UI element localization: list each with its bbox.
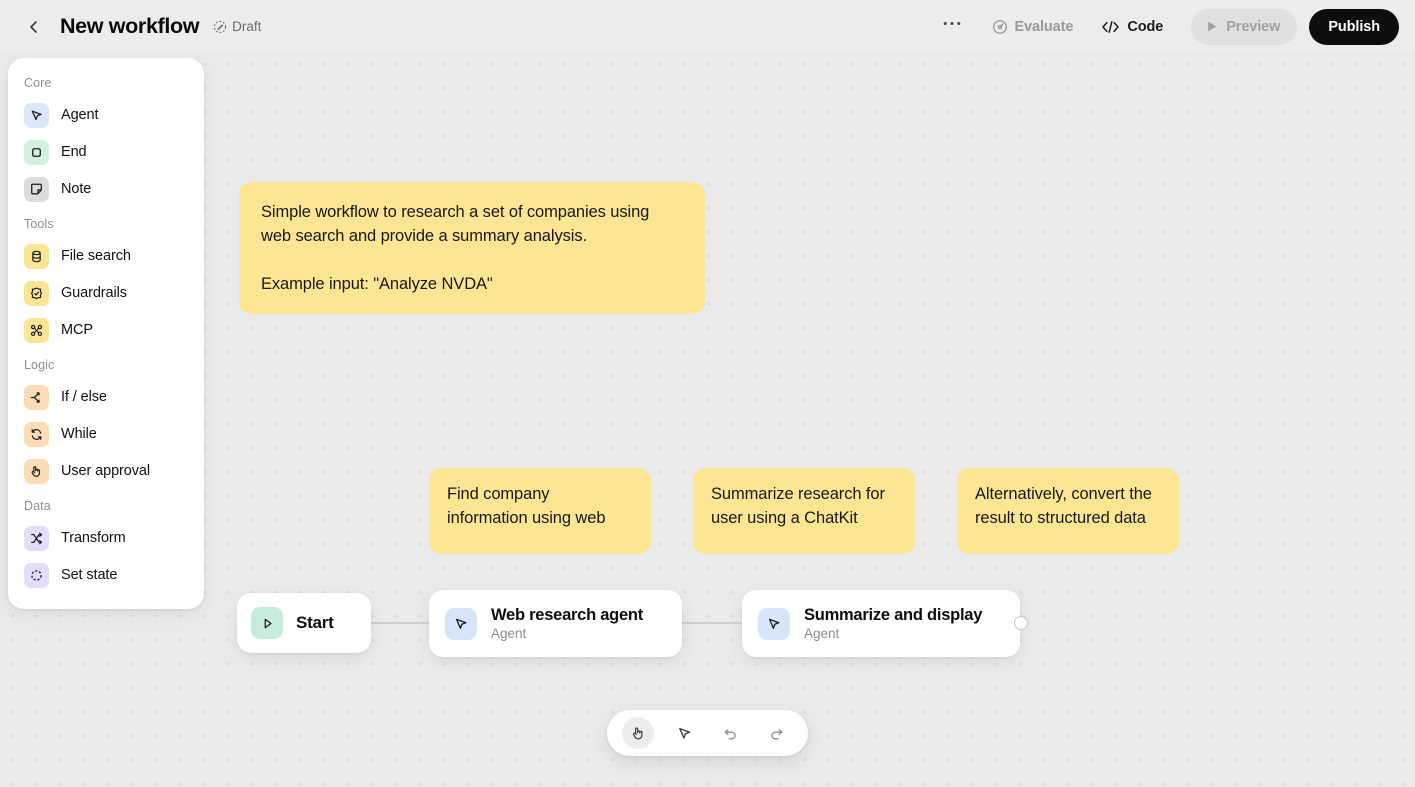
workflow-node-start[interactable]: Start	[237, 593, 371, 653]
palette-item-note[interactable]: Note	[16, 172, 196, 206]
agent-cursor-icon	[758, 607, 790, 640]
header-actions: Evaluate Code Preview Publish	[936, 8, 1399, 45]
evaluate-button[interactable]: Evaluate	[980, 11, 1086, 43]
shuffle-icon	[24, 525, 49, 551]
agent-cursor-icon	[24, 102, 49, 128]
palette-item-label: If / else	[61, 389, 107, 405]
node-palette-sidebar: Core Agent End	[8, 58, 204, 609]
palette-item-label: MCP	[61, 322, 93, 338]
status-badge[interactable]: Draft	[213, 19, 261, 34]
more-options-button[interactable]	[936, 11, 968, 43]
palette-item-label: File search	[61, 248, 131, 264]
mcp-nodes-icon	[24, 317, 49, 343]
palette-section-label-logic: Logic	[24, 358, 55, 372]
sticky-note-description[interactable]: Simple workflow to research a set of com…	[239, 182, 705, 314]
palette-item-guardrails[interactable]: Guardrails	[16, 276, 196, 310]
palette-item-transform[interactable]: Transform	[16, 521, 196, 555]
note-line-2: Example input: "Analyze NVDA"	[261, 275, 493, 293]
canvas-toolbar	[607, 710, 808, 756]
ellipsis-icon	[943, 21, 960, 25]
note-icon	[24, 176, 49, 202]
play-icon	[251, 607, 283, 639]
cursor-arrow-icon	[679, 727, 691, 739]
note-line-1: Simple workflow to research a set of com…	[261, 203, 650, 245]
palette-item-if-else[interactable]: If / else	[16, 380, 196, 414]
preview-button[interactable]: Preview	[1191, 8, 1298, 45]
palette-section-label-data: Data	[24, 499, 51, 513]
palette-item-label: End	[61, 144, 87, 160]
palette-section-label-tools: Tools	[24, 217, 54, 231]
page-title: New workflow	[60, 14, 200, 38]
hand-tool-button[interactable]	[622, 717, 655, 749]
workflow-canvas[interactable]	[0, 53, 1415, 787]
select-tool-button[interactable]	[668, 717, 700, 749]
hand-icon	[632, 726, 643, 739]
sticky-note-find-company[interactable]: Find company information using web	[429, 468, 651, 554]
palette-item-user-approval[interactable]: User approval	[16, 454, 196, 488]
branch-icon	[24, 384, 49, 410]
connector-start-to-web[interactable]	[371, 622, 429, 624]
code-button[interactable]: Code	[1089, 11, 1175, 43]
palette-item-label: While	[61, 426, 97, 442]
palette-item-label: User approval	[61, 463, 150, 479]
palette-item-file-search[interactable]: File search	[16, 239, 196, 273]
preview-label: Preview	[1226, 18, 1281, 35]
undo-button[interactable]	[715, 717, 747, 749]
node-subtitle: Agent	[491, 626, 527, 641]
node-output-handle[interactable]	[1014, 616, 1028, 630]
hand-approve-icon	[24, 458, 49, 484]
palette-item-mcp[interactable]: MCP	[16, 313, 196, 347]
redo-arrow-icon	[771, 728, 783, 739]
code-brackets-icon	[1102, 20, 1120, 33]
status-badge-label: Draft	[232, 19, 262, 34]
connector-web-to-summarize[interactable]	[682, 622, 742, 624]
palette-item-label: Guardrails	[61, 285, 127, 301]
node-text-block: Web research agent Agent	[491, 606, 643, 641]
node-title: Start	[296, 613, 334, 632]
code-label: Code	[1127, 18, 1164, 35]
app-header: New workflow Draft	[0, 0, 1415, 53]
redo-button[interactable]	[761, 717, 793, 749]
sticky-note-alternative[interactable]: Alternatively, convert the result to str…	[957, 468, 1179, 554]
palette-item-end[interactable]: End	[16, 135, 196, 169]
sticky-note-summarize[interactable]: Summarize research for user using a Chat…	[693, 468, 915, 554]
evaluate-target-icon	[992, 19, 1007, 34]
node-title: Web research agent	[491, 606, 644, 624]
palette-item-label: Set state	[61, 567, 118, 583]
shield-check-icon	[24, 280, 49, 306]
draft-pencil-icon	[213, 20, 227, 33]
back-button[interactable]	[20, 13, 48, 41]
palette-item-agent[interactable]: Agent	[16, 98, 196, 132]
agent-cursor-icon	[445, 607, 477, 640]
undo-arrow-icon	[724, 728, 736, 739]
note-blank-line	[261, 248, 683, 272]
palette-item-label: Transform	[61, 530, 126, 546]
end-square-icon	[24, 139, 49, 165]
node-title: Summarize and display	[804, 606, 983, 624]
chevron-left-icon	[30, 20, 37, 33]
palette-item-label: Note	[61, 181, 92, 197]
loop-icon	[24, 421, 49, 447]
palette-section-label-core: Core	[24, 76, 52, 90]
database-icon	[24, 243, 49, 269]
workflow-node-web-research-agent[interactable]: Web research agent Agent	[429, 590, 682, 657]
play-icon	[1208, 21, 1217, 32]
palette-item-label: Agent	[61, 107, 99, 123]
node-subtitle: Agent	[804, 626, 840, 641]
workflow-node-summarize-and-display[interactable]: Summarize and display Agent	[742, 590, 1020, 657]
node-text-block: Summarize and display Agent	[804, 606, 982, 641]
publish-button[interactable]: Publish	[1309, 8, 1399, 45]
palette-item-set-state[interactable]: Set state	[16, 558, 196, 592]
palette-item-while[interactable]: While	[16, 417, 196, 451]
publish-label: Publish	[1328, 18, 1380, 35]
evaluate-label: Evaluate	[1014, 18, 1074, 35]
node-text-block: Start	[296, 613, 334, 633]
dashed-circle-icon	[24, 562, 49, 588]
